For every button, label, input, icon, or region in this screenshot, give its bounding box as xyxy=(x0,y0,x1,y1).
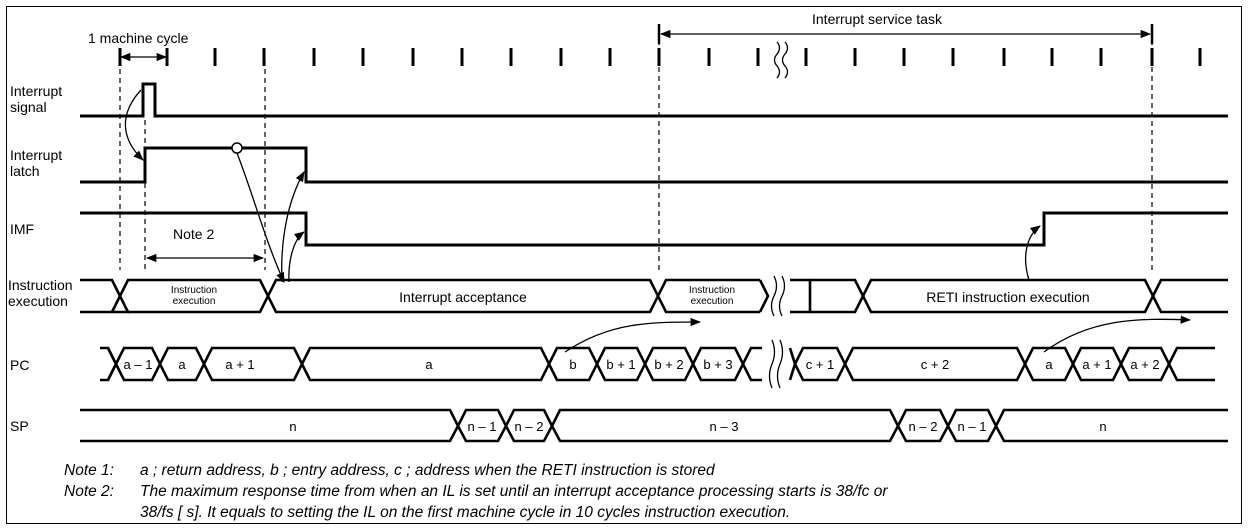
sp-value: n xyxy=(1099,419,1106,434)
instruction-execution-label-2: execution xyxy=(8,293,68,309)
interrupt-signal-label-2: signal xyxy=(10,99,47,115)
interrupt-service-task-label: Interrupt service task xyxy=(812,11,943,27)
sp-value: n – 2 xyxy=(909,419,938,434)
imf-waveform xyxy=(80,211,1228,247)
pc-value: c + 2 xyxy=(921,357,950,372)
instr2-label-2: execution xyxy=(691,296,734,307)
note-2-continued-text: 38/fs [ s]. It equals to setting the IL … xyxy=(140,504,791,521)
pc-value: a + 1 xyxy=(1082,357,1111,372)
interrupt-signal-waveform xyxy=(80,82,1228,118)
sp-label: SP xyxy=(10,418,29,434)
pc-value: a + 1 xyxy=(225,357,254,372)
note-2-key: Note 2: xyxy=(64,483,114,500)
instruction-execution-bus xyxy=(80,275,1228,317)
pc-value: a – 1 xyxy=(124,357,153,372)
instruction-execution-label-1: Instruction xyxy=(8,277,73,293)
clock-ticks xyxy=(118,41,1202,79)
pc-label: PC xyxy=(10,357,29,373)
note-2-continued: 38/fs [ s]. It equals to setting the IL … xyxy=(64,504,790,522)
interrupt-acceptance-label: Interrupt acceptance xyxy=(399,289,527,305)
pc-value: b xyxy=(569,357,576,372)
pc-value: c + 1 xyxy=(806,357,835,372)
note-1-key: Note 1: xyxy=(64,462,114,479)
interrupt-latch-label-1: Interrupt xyxy=(10,147,62,163)
note2-arrow-label: Note 2 xyxy=(173,226,214,242)
note-2-text: The maximum response time from when an I… xyxy=(140,483,888,500)
interrupt-signal-label-1: Interrupt xyxy=(10,83,62,99)
pc-bus xyxy=(100,339,1215,389)
imf-label: IMF xyxy=(10,221,34,237)
pc-value: a xyxy=(425,357,433,372)
pc-value: a + 2 xyxy=(1130,357,1159,372)
timing-diagram-frame xyxy=(6,6,1242,524)
note-1: Note 1: a ; return address, b ; entry add… xyxy=(64,462,715,480)
pc-value: b + 3 xyxy=(703,357,732,372)
pc-value: a xyxy=(178,357,186,372)
sp-value: n – 2 xyxy=(515,419,544,434)
pc-value: b + 1 xyxy=(606,357,635,372)
machine-cycle-label: 1 machine cycle xyxy=(88,30,189,46)
sp-bus xyxy=(80,408,1228,443)
instr2-label-1: Instruction xyxy=(689,285,735,296)
interrupt-latch-label-2: latch xyxy=(10,163,40,179)
note-2: Note 2: The maximum response time from wh… xyxy=(64,483,888,501)
sp-value: n – 1 xyxy=(468,419,497,434)
note-1-text: a ; return address, b ; entry address, c… xyxy=(140,462,715,479)
sp-value: n xyxy=(289,419,296,434)
pc-value: a xyxy=(1045,357,1053,372)
interrupt-latch-waveform xyxy=(80,146,1228,184)
sp-value: n – 3 xyxy=(710,419,739,434)
reti-label: RETI instruction execution xyxy=(926,289,1089,305)
instr1-label-1: Instruction xyxy=(171,285,217,296)
pc-value: b + 2 xyxy=(654,357,683,372)
instr1-label-2: execution xyxy=(173,296,216,307)
sp-value: n – 1 xyxy=(958,419,987,434)
